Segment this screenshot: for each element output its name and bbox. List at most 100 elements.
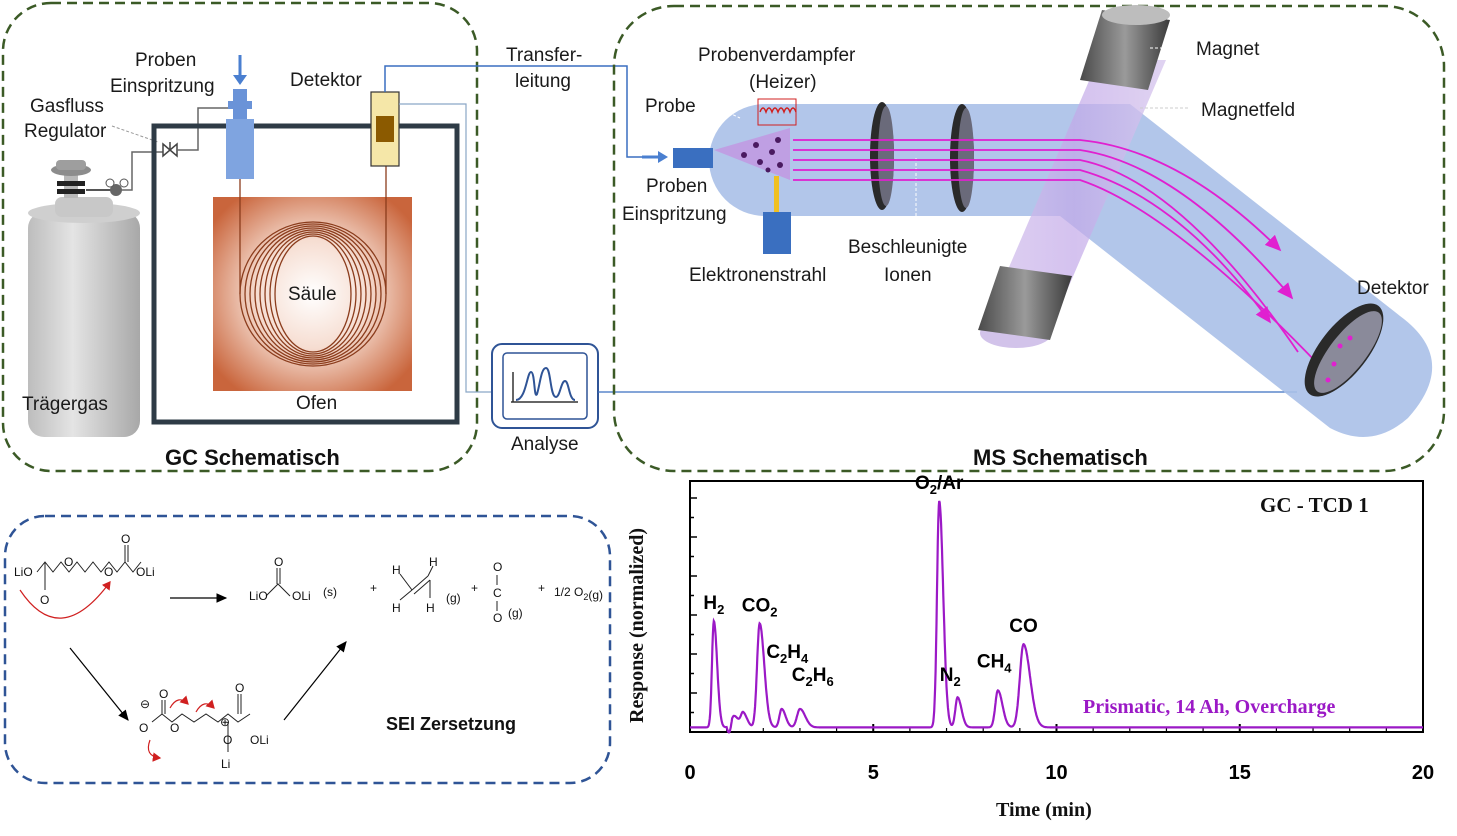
chromatogram: GC - TCD 1 Prismatic, 14 Ah, Overcharge …	[626, 473, 1434, 821]
sei-ethylene-h3: H	[392, 601, 401, 615]
sei-arrow-down	[69, 647, 129, 721]
sei-plus-2: +	[471, 581, 478, 595]
sei-co2-o-bottom: O	[493, 611, 502, 625]
sei-co2-state: (g)	[508, 606, 523, 620]
peak-label: N2	[940, 665, 961, 689]
accel-plate-2	[950, 104, 974, 212]
x-tick-label: 10	[1045, 762, 1067, 784]
sei-li2co3-state: (s)	[323, 585, 337, 599]
sei-li2co3	[265, 568, 291, 597]
carrier-gas-label: Trägergas	[22, 394, 108, 415]
transfer-label-1: Transfer-	[506, 45, 582, 66]
peak-label: C2H4	[766, 642, 809, 666]
chart-title: GC - TCD 1	[1260, 493, 1369, 517]
regulator-pointer	[111, 125, 159, 143]
x-tick-label: 5	[868, 762, 879, 784]
injector	[226, 55, 254, 179]
sei-plus-3: +	[538, 581, 545, 595]
x-axis-label: Time (min)	[996, 799, 1092, 821]
peak-label: CO	[1009, 616, 1038, 637]
peak-label: CO2	[742, 595, 778, 619]
sei-dashed-frame	[3, 514, 612, 785]
oven-label: Ofen	[296, 393, 337, 414]
sei-ethylene-h1: H	[392, 563, 401, 577]
sei-ethylene-h2: H	[429, 555, 438, 569]
gc-title: GC Schematisch	[165, 445, 340, 470]
sei-li2co3-left: LiO	[249, 589, 268, 603]
series-label: Prismatic, 14 Ah, Overcharge	[1083, 696, 1335, 718]
sei-inter-minus: ⊖	[140, 697, 150, 711]
ms-dashed-frame	[612, 4, 1446, 473]
ion-beams	[793, 139, 1319, 365]
ms-injection-label-2: Einspritzung	[622, 204, 727, 225]
probe-label: Probe	[645, 96, 696, 117]
sei-inter-li: Li	[221, 757, 230, 771]
peak-label: C2H6	[792, 665, 834, 689]
accel-plate-1	[870, 102, 894, 210]
probe-pointer	[705, 101, 741, 119]
gc-injection-label-1: Proben	[135, 50, 196, 71]
electron-gun	[763, 176, 791, 254]
magnet-bottom	[978, 266, 1072, 340]
sei-intermediate	[147, 694, 251, 762]
gc-schematic: Trägergas Gasfluss Regulator Säule Ofen	[1, 1, 492, 473]
sei-ethylene-h4: H	[426, 601, 435, 615]
ms-injection-label-1: Proben	[646, 176, 707, 197]
analysis-label: Analyse	[511, 434, 579, 455]
sei-oxygen: 1/2 O2(g)	[554, 585, 603, 602]
sei-reactant	[36, 545, 142, 590]
gc-detector	[370, 91, 400, 167]
sei-reactant-o4: O	[121, 532, 130, 546]
sei-inter-oli: OLi	[250, 733, 269, 747]
sei-inter-o5: O	[235, 681, 244, 695]
y-axis-label: Response (normalized)	[626, 528, 648, 723]
sei-li2co3-o: O	[274, 555, 283, 569]
gc-dashed-frame	[1, 1, 479, 473]
ion-source	[714, 128, 790, 180]
ms-title: MS Schematisch	[973, 445, 1148, 470]
gc-injection-label-2: Einspritzung	[110, 76, 215, 97]
magnet-top	[1080, 5, 1170, 90]
transfer-line	[384, 65, 642, 158]
analysis-box	[491, 343, 599, 429]
sei-inter-o2: O	[159, 687, 168, 701]
plot-frame	[689, 480, 1424, 733]
sei-li2co3-right: OLi	[292, 589, 311, 603]
x-tick-label: 20	[1412, 762, 1434, 784]
peak-label: H2	[703, 593, 724, 617]
accel-label-2: Ionen	[884, 265, 932, 286]
sei-title: SEI Zersetzung	[386, 714, 516, 734]
transfer-label-2: leitung	[515, 71, 571, 92]
sei-reactant-o2: O	[64, 555, 73, 569]
electron-beam-label: Elektronenstrahl	[689, 265, 826, 286]
peak-label: O2/Ar	[915, 473, 964, 497]
gc-housing	[151, 123, 460, 425]
sei-ethylene-state: (g)	[446, 591, 461, 605]
magnetic-field-label: Magnetfeld	[1201, 100, 1295, 121]
sei-reactant-o1: O	[40, 593, 49, 607]
x-tick-label: 15	[1229, 762, 1251, 784]
ms-detector	[1304, 303, 1384, 397]
magnet-label: Magnet	[1196, 39, 1260, 60]
x-tick-label: 0	[684, 762, 695, 784]
sei-reactant-right: OLi	[136, 565, 155, 579]
evaporator-label-2: (Heizer)	[749, 72, 817, 93]
sei-red-arrow	[19, 581, 111, 619]
detector-signal-line	[399, 103, 492, 393]
oven	[213, 197, 412, 391]
ms-schematic: Magnet Magnetfeld Proben Einspritzung Pr…	[612, 4, 1446, 473]
evaporator-label-1: Probenverdampfer	[698, 45, 856, 66]
y-ticks	[690, 497, 697, 714]
accel-label-1: Beschleunigte	[848, 237, 967, 258]
sei-co2-c: C	[493, 586, 502, 600]
sei-panel: LiO OLi O O O O LiO OLi O (s) + H H	[3, 514, 612, 785]
sei-inter-o4: O	[223, 733, 232, 747]
chromatogram-trace	[690, 500, 1423, 734]
sei-reactant-o3: O	[104, 565, 113, 579]
sei-arrow-up	[283, 641, 347, 721]
sei-plus-1: +	[370, 581, 377, 595]
sei-co2-o-top: O	[493, 560, 502, 574]
sei-ethylene	[399, 565, 434, 601]
sei-inter-plus: ⊕	[220, 715, 230, 729]
gas-line	[116, 151, 165, 191]
